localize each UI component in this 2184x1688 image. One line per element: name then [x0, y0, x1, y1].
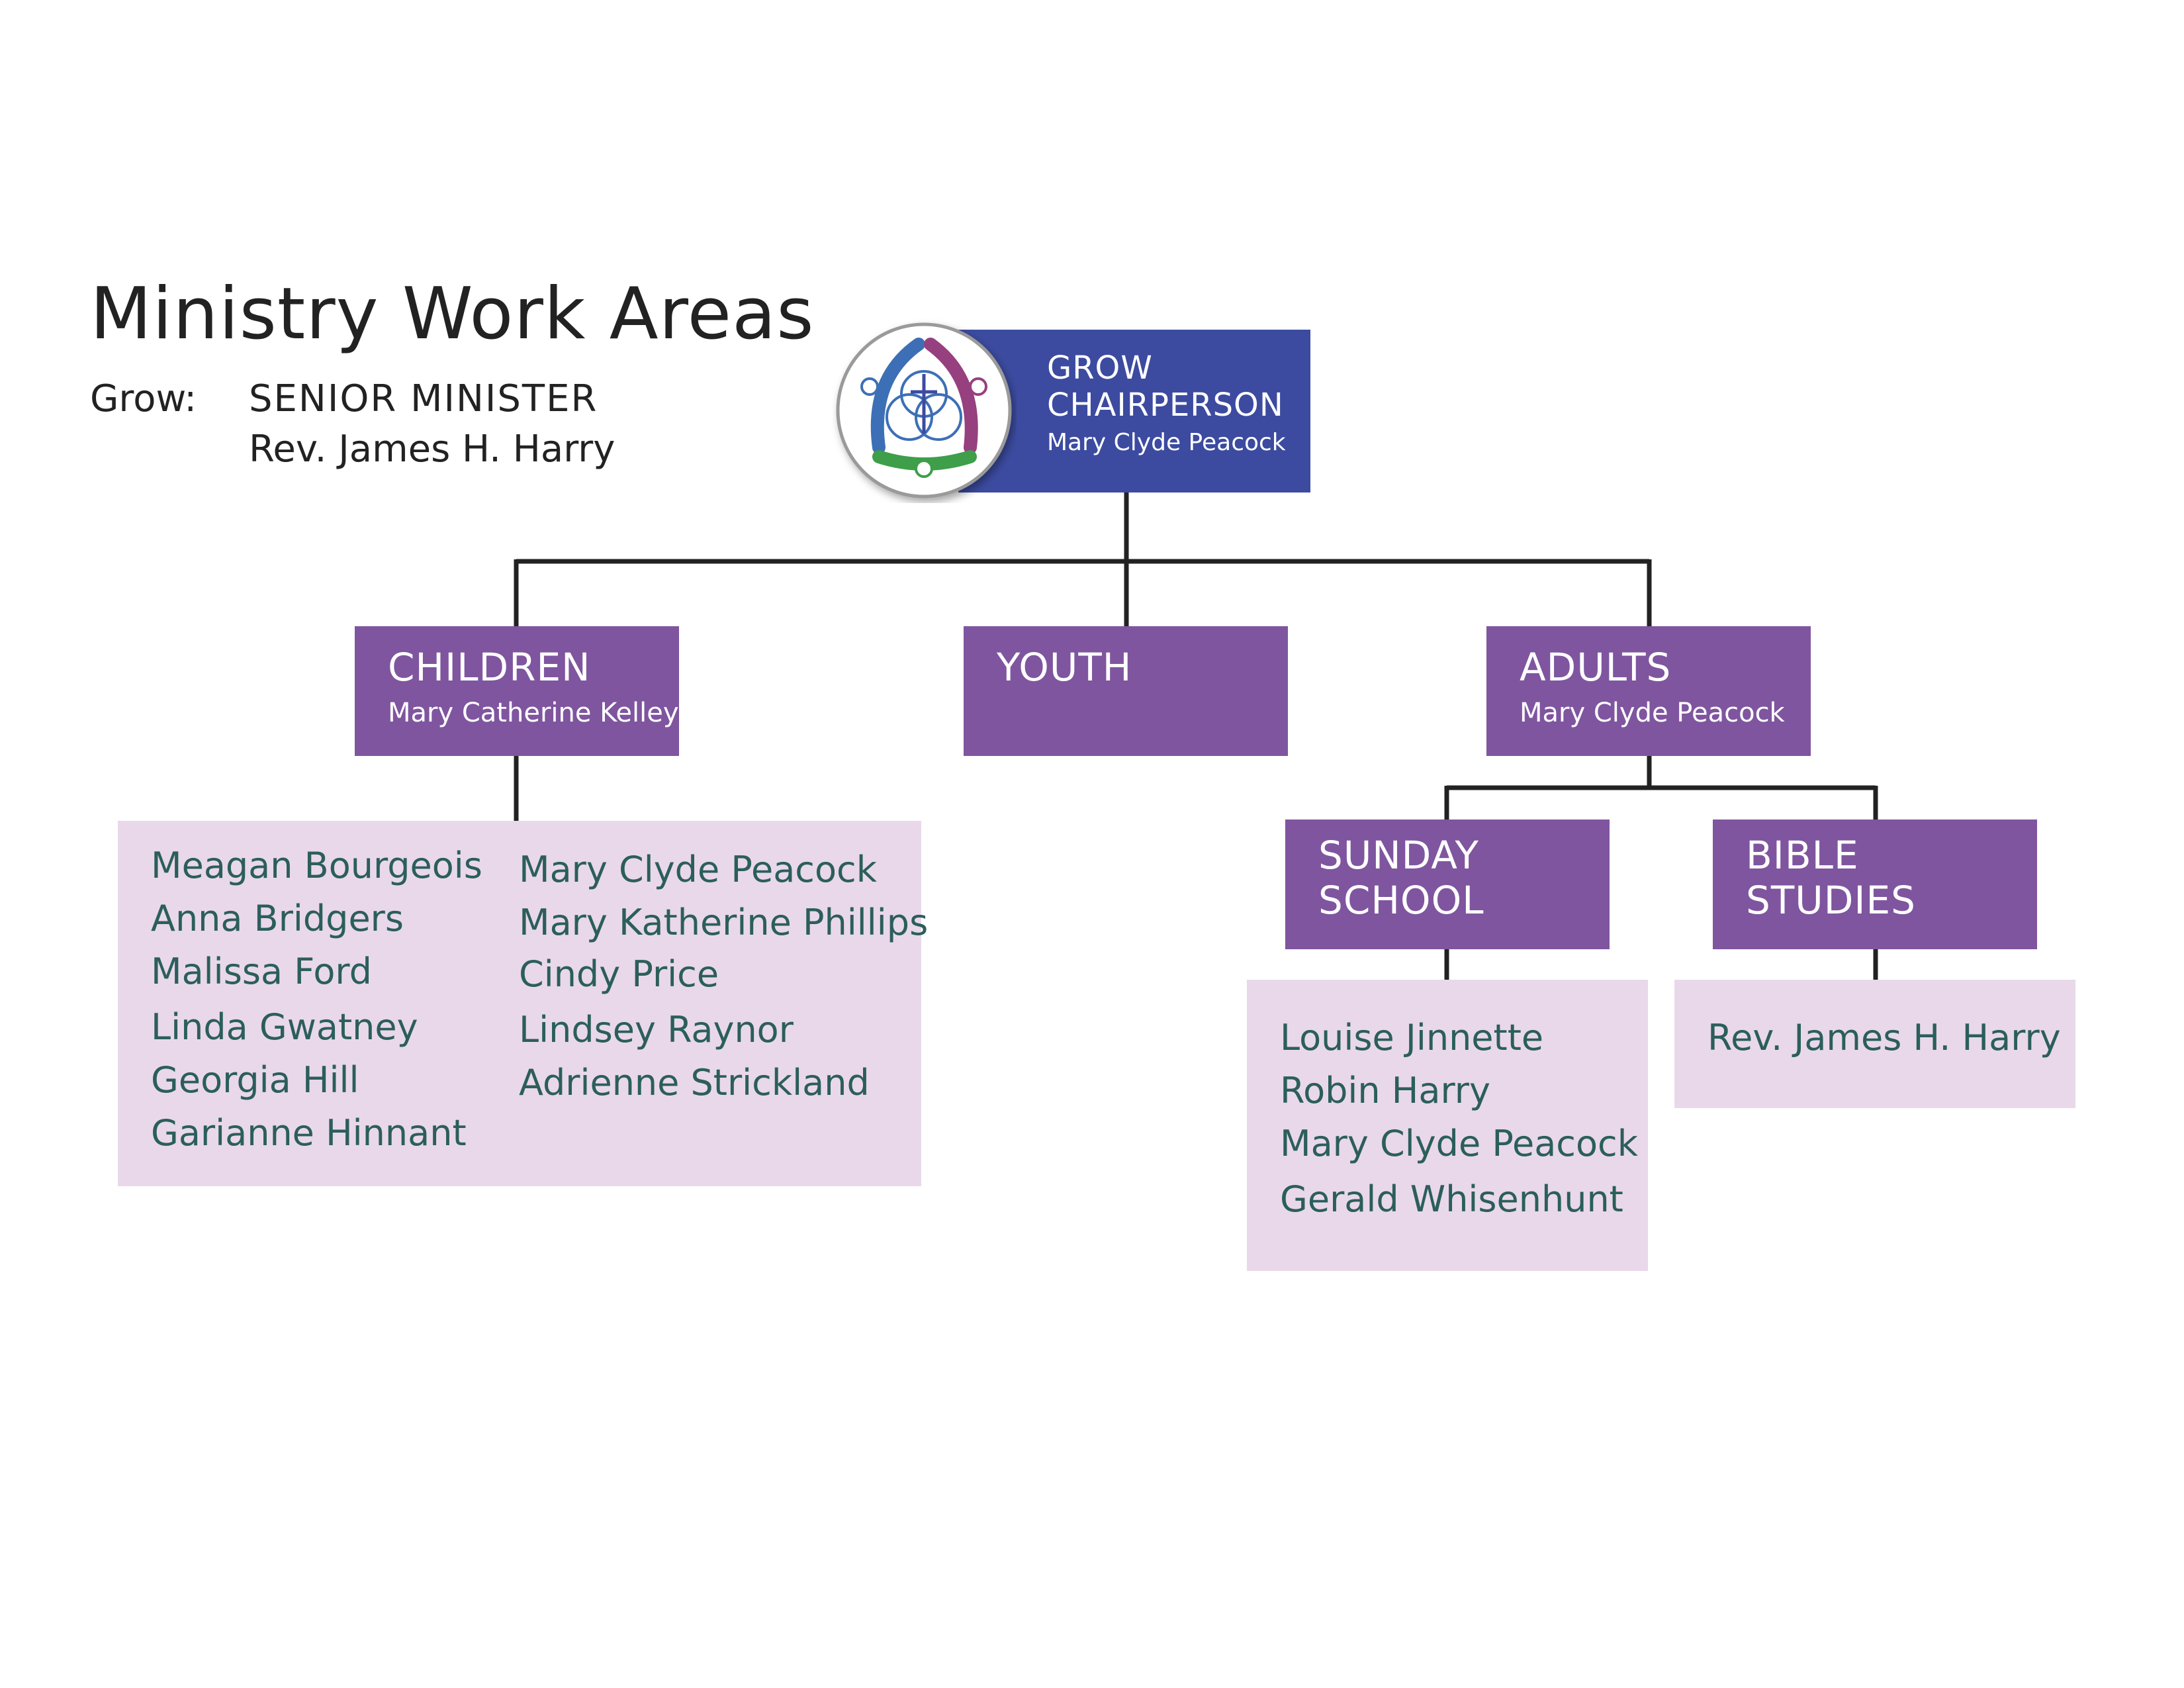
- church-emblem-icon: [836, 322, 1012, 498]
- chairperson-box: GROW CHAIRPERSON Mary Clyde Peacock: [958, 330, 1310, 492]
- sunday-school-members-list: Louise Jinnette Robin Harry Mary Clyde P…: [1247, 980, 1648, 1271]
- list-item: Mary Katherine Phillips: [519, 902, 929, 943]
- children-leader: Mary Catherine Kelley: [388, 698, 679, 728]
- bible-studies-title-line1: BIBLE: [1746, 833, 1859, 878]
- children-title: CHILDREN: [388, 645, 591, 690]
- chairperson-title: GROW CHAIRPERSON: [1047, 350, 1284, 424]
- list-item: Gerald Whisenhunt: [1280, 1178, 1623, 1220]
- chairperson-name: Mary Clyde Peacock: [1047, 429, 1286, 456]
- chairperson-title-line2: CHAIRPERSON: [1047, 387, 1284, 424]
- bible-studies-box: BIBLE STUDIES: [1713, 820, 2037, 949]
- senior-minister-name: Rev. James H. Harry: [249, 428, 615, 471]
- children-members-list: Meagan Bourgeois Anna Bridgers Malissa F…: [118, 821, 928, 1186]
- list-item: Malissa Ford: [151, 951, 372, 992]
- page-title: Ministry Work Areas: [90, 273, 815, 355]
- list-item: Garianne Hinnant: [151, 1112, 467, 1154]
- bible-studies-title-line2: STUDIES: [1746, 878, 1916, 923]
- sunday-school-box: SUNDAY SCHOOL: [1285, 820, 1610, 949]
- list-item: Robin Harry: [1280, 1070, 1490, 1111]
- list-item: Lindsey Raynor: [519, 1009, 794, 1051]
- list-item: Linda Gwatney: [151, 1006, 418, 1048]
- list-item: Adrienne Strickland: [519, 1062, 870, 1103]
- grow-label: Grow:: [90, 377, 197, 420]
- children-box: CHILDREN Mary Catherine Kelley: [355, 626, 679, 756]
- adults-box: ADULTS Mary Clyde Peacock: [1486, 626, 1811, 756]
- bible-studies-members-list: Rev. James H. Harry: [1674, 980, 2075, 1108]
- sunday-school-title-line2: SCHOOL: [1318, 878, 1484, 923]
- youth-title: YOUTH: [997, 645, 1132, 690]
- list-item: Georgia Hill: [151, 1059, 359, 1101]
- chairperson-title-line1: GROW: [1047, 350, 1153, 387]
- senior-minister-role: SENIOR MINISTER: [249, 377, 598, 420]
- adults-leader: Mary Clyde Peacock: [1520, 698, 1785, 728]
- youth-box: YOUTH: [964, 626, 1288, 756]
- adults-title: ADULTS: [1520, 645, 1672, 690]
- sunday-school-title-line1: SUNDAY: [1318, 833, 1479, 878]
- list-item: Anna Bridgers: [151, 898, 404, 939]
- list-item: Meagan Bourgeois: [151, 845, 482, 886]
- list-item: Mary Clyde Peacock: [1280, 1123, 1638, 1164]
- list-item: Cindy Price: [519, 953, 719, 995]
- list-item: Rev. James H. Harry: [1707, 1017, 2061, 1058]
- list-item: Louise Jinnette: [1280, 1017, 1544, 1058]
- list-item: Mary Clyde Peacock: [519, 849, 877, 890]
